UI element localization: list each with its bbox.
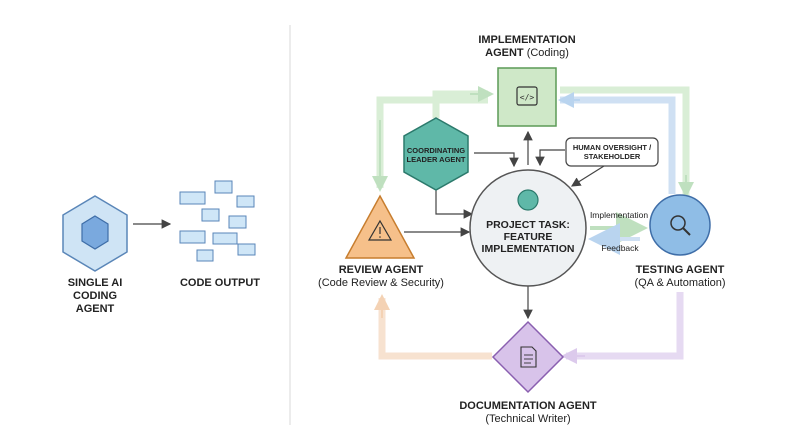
loop-testing-doc — [566, 292, 684, 360]
loop-impl-testing — [560, 86, 690, 196]
loop-testing-impl — [560, 96, 676, 194]
single-agent-label: SINGLE AI CODING AGENT — [67, 277, 123, 315]
magnifier-icon — [670, 215, 686, 231]
coordinating-leader-label: COORDINATING LEADER AGENT — [406, 146, 466, 164]
human-oversight-box — [565, 137, 659, 167]
code-icon — [516, 86, 538, 106]
svg-text:</>: </> — [520, 93, 535, 102]
coordinating-leader-hexagon — [403, 117, 469, 191]
implementation-flow-label: Implementation — [589, 210, 649, 220]
project-task-circle — [469, 169, 587, 287]
document-icon — [520, 346, 537, 368]
project-task-label: PROJECT TASK: FEATURE IMPLEMENTATION — [481, 219, 575, 255]
single-agent-inner-hexagon — [81, 215, 109, 250]
documentation-agent-label: DOCUMENTATION AGENT (Technical Writer) — [459, 400, 597, 425]
human-oversight-label: HUMAN OVERSIGHT / STAKEHOLDER — [572, 143, 652, 161]
implementation-agent-label: IMPLEMENTATION AGENT (Coding) — [478, 34, 576, 59]
loop-doc-review — [378, 298, 492, 360]
review-agent-label: REVIEW AGENT (Code Review & Security) — [318, 264, 444, 289]
implementation-agent-box — [497, 67, 557, 127]
warning-icon — [367, 219, 393, 241]
code-output-label: CODE OUTPUT — [179, 277, 261, 289]
testing-agent-label: TESTING AGENT (QA & Automation) — [634, 264, 726, 289]
documentation-agent-diamond — [491, 320, 565, 394]
feedback-flow-label: Feedback — [601, 243, 639, 253]
project-task-dot — [517, 189, 539, 211]
code-output-blocks — [179, 180, 256, 262]
testing-agent-circle — [649, 194, 711, 256]
